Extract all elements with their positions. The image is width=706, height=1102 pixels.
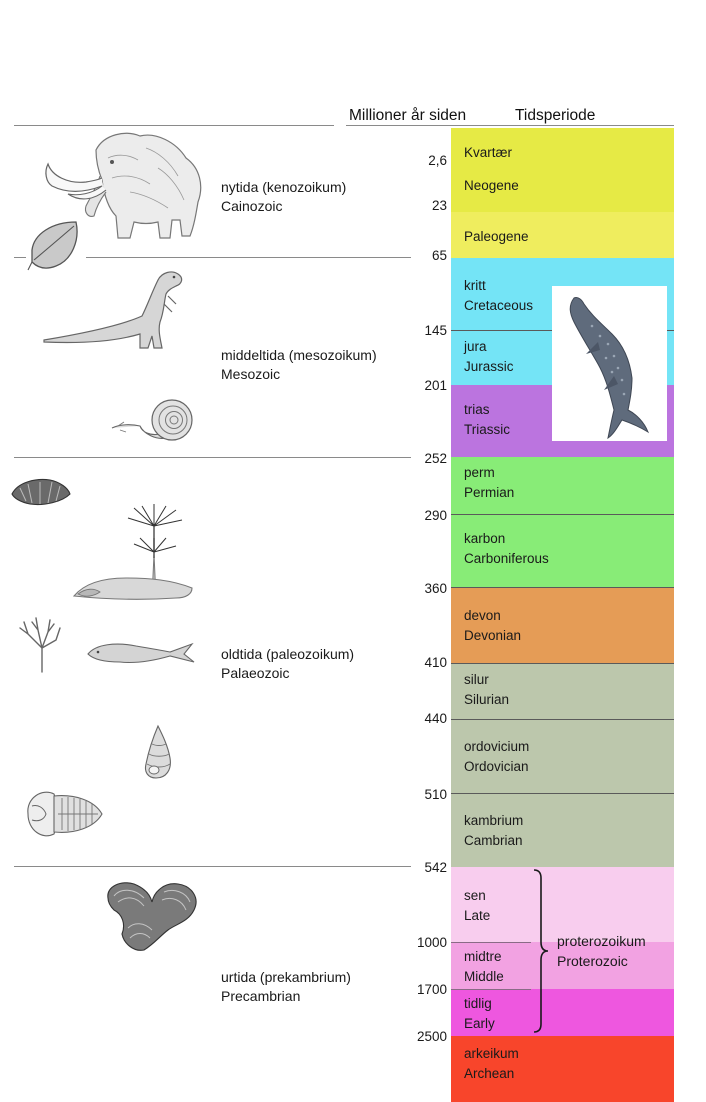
header-line-right: [346, 125, 674, 126]
age-label: 440: [424, 711, 447, 726]
era-divider-cainozoic-mesozoic: [14, 257, 26, 258]
era-label-palaeozoic: oldtida (paleozoikum) Palaeozoic: [221, 645, 354, 683]
age-label: 542: [424, 860, 447, 875]
age-label: 360: [424, 581, 447, 596]
gastropod-icon: [144, 724, 171, 779]
period-label-en: Devonian: [464, 628, 522, 643]
age-column-header: Millioner år siden: [349, 107, 467, 124]
era-label-en: Palaeozoic: [221, 665, 290, 681]
age-label: 290: [424, 508, 447, 523]
period-label: arkeikum: [464, 1046, 519, 1061]
header-line-left: [14, 125, 334, 126]
age-label: 2,6: [428, 153, 447, 168]
period-label-en: Permian: [464, 485, 515, 500]
period-label: silur: [464, 672, 489, 687]
mammoth-icon: [45, 132, 202, 239]
proterozoic-divider-1000: [451, 942, 531, 943]
dinosaur-icon: [43, 271, 183, 349]
proterozoic-label: proterozoikum Proterozoic: [557, 931, 646, 971]
seashell-icon: [11, 478, 71, 506]
period-label: sen: [464, 888, 486, 903]
period-label: karbon: [464, 531, 506, 546]
proterozoic-label-en: Proterozoic: [557, 953, 628, 969]
era-label-en: Cainozoic: [221, 198, 283, 214]
era-label-precambrian: urtida (prekambrium) Precambrian: [221, 968, 351, 1006]
proterozoic-brace: [533, 869, 549, 1033]
fish-icon: [87, 642, 195, 664]
period-label: kritt: [464, 278, 486, 293]
period-label-en: Triassic: [464, 422, 510, 437]
era-label-no: nytida (kenozoikum): [221, 179, 347, 195]
period-label: perm: [464, 465, 495, 480]
period-label: trias: [464, 402, 490, 417]
period-label: jura: [464, 339, 487, 354]
age-label: 145: [424, 323, 447, 338]
period-label-en: Early: [464, 1016, 495, 1031]
proterozoic-label-no: proterozoikum: [557, 933, 646, 949]
period-label-en: Silurian: [464, 692, 510, 707]
period-label: devon: [464, 608, 501, 623]
age-label: 510: [424, 787, 447, 802]
period-column-header: Tidsperiode: [515, 107, 596, 124]
period-label-en: Middle: [464, 969, 504, 984]
period-label: Neogene: [464, 178, 519, 193]
age-label: 2500: [416, 1029, 447, 1044]
period-label-en: Cambrian: [464, 833, 523, 848]
age-label: 410: [424, 655, 447, 670]
period-label: Kvartær: [464, 145, 513, 160]
age-label: 1000: [416, 935, 447, 950]
period-label-en: Ordovician: [464, 759, 529, 774]
era-label-en: Precambrian: [221, 988, 301, 1004]
period-label: ordovicium: [464, 739, 530, 754]
trilobite-icon: [27, 791, 103, 837]
ichthyosaur-icon: [569, 297, 650, 440]
age-label: 252: [424, 451, 447, 466]
period-label-en: Jurassic: [464, 359, 514, 374]
period-label-en: Archean: [464, 1066, 515, 1081]
period-label: kambrium: [464, 813, 524, 828]
period-neogene: Neogene: [451, 171, 674, 212]
period-label: Paleogene: [464, 229, 529, 244]
period-label: midtre: [464, 949, 502, 964]
era-label-no: oldtida (paleozoikum): [221, 646, 355, 662]
era-label-no: middeltida (mesozoikum): [221, 347, 377, 363]
era-divider-palaeozoic-precambrian: [14, 866, 411, 867]
period-label-en: Carboniferous: [464, 551, 549, 566]
period-label-en: Cretaceous: [464, 298, 534, 313]
stromatolite-icon: [107, 882, 197, 951]
age-label: 23: [431, 198, 447, 213]
era-label-cainozoic: nytida (kenozoikum) Cainozoic: [221, 178, 346, 216]
amphibian-icon: [72, 577, 193, 600]
period-label: tidlig: [464, 996, 492, 1011]
crinoid-icon: [19, 617, 61, 673]
era-label-no: urtida (prekambrium): [221, 969, 351, 985]
ammonite-icon: [111, 399, 193, 441]
period-kvartaer: Kvartær: [451, 128, 674, 171]
era-label-mesozoic: middeltida (mesozoikum) Mesozoic: [221, 346, 377, 384]
period-label-en: Late: [464, 908, 491, 923]
era-label-en: Mesozoic: [221, 366, 281, 382]
era-divider-cainozoic-mesozoic-b: [86, 257, 411, 258]
era-divider-mesozoic-palaeozoic: [14, 457, 411, 458]
age-label: 1700: [416, 982, 447, 997]
leaf-icon: [27, 221, 78, 271]
age-label: 201: [424, 378, 447, 393]
age-label: 65: [431, 248, 447, 263]
proterozoic-divider-1700: [451, 989, 531, 990]
period-paleogene: Paleogene: [451, 212, 674, 258]
